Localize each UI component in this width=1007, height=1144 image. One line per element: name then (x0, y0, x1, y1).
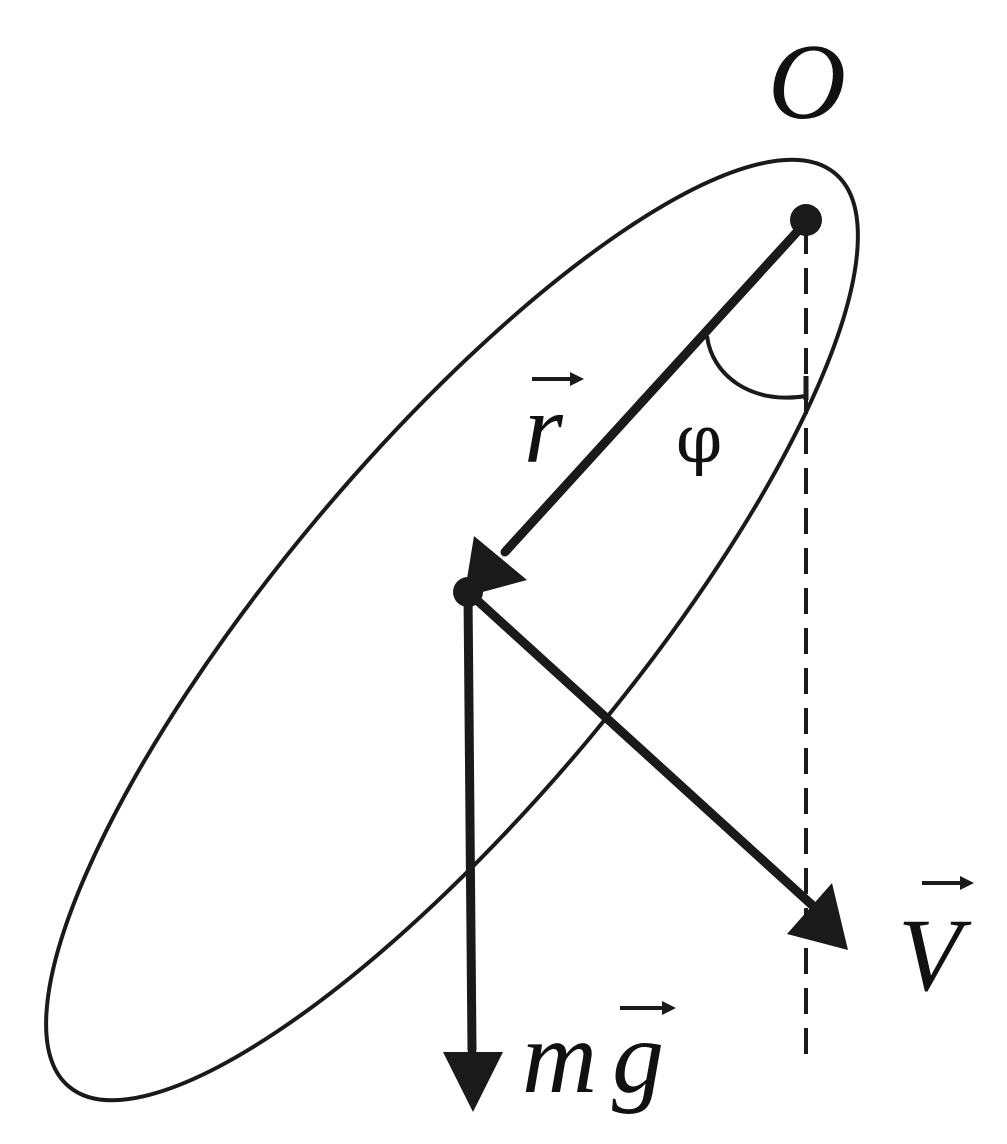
gravity-vector-shaft (463, 589, 477, 1055)
angle-label: φ (676, 401, 722, 478)
pivot-label: O (768, 23, 846, 142)
radius-vector-label: r (524, 373, 564, 484)
center-of-mass-point (453, 577, 483, 607)
gravity-vector-arrowhead (443, 1052, 503, 1112)
velocity-overarrow (922, 876, 974, 890)
gravity-mass-label: m (522, 1000, 597, 1115)
radius-vector-overarrow (532, 372, 584, 386)
radius-vector-shaft (500, 217, 811, 557)
angle-arc (705, 335, 807, 400)
velocity-vector-shaft (463, 587, 817, 910)
velocity-vector-arrowhead (787, 883, 848, 950)
pivot-point (790, 204, 822, 236)
radius-vector-arrowhead (464, 536, 527, 597)
body-ellipse (44, 157, 860, 1103)
velocity-label: V (898, 898, 972, 1013)
gravity-overarrow (620, 1001, 676, 1015)
gravity-accel-label: g (612, 1000, 664, 1115)
